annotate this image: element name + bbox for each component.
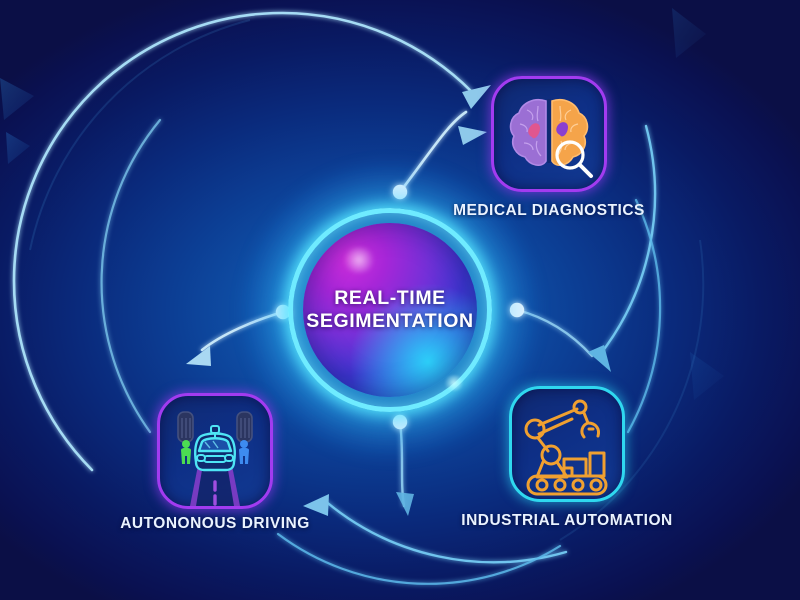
arrowhead-inner-to-medical: [458, 126, 487, 145]
medical-diagnostics-card[interactable]: [491, 76, 607, 192]
outer-arc-to-driving: [322, 498, 568, 564]
outer-arc-right-link: [626, 198, 662, 434]
real-time-segmentation-core[interactable]: REAL-TIME SEGIMENTATION: [242, 162, 538, 458]
arrowhead-inner-to-driving: [186, 346, 211, 366]
connector-dot-bottom: [392, 414, 408, 430]
outer-arc-bottom-link: [276, 532, 562, 585]
core-highlight-primary: [341, 247, 377, 273]
autonomous-driving-card[interactable]: [157, 393, 273, 509]
core-title-line1: REAL-TIME: [334, 286, 446, 309]
decor-arc-lower-right: [559, 239, 705, 541]
decor-arc-upper-left: [29, 19, 251, 251]
connector-dot-right: [509, 302, 525, 318]
robot-arm-conveyor-icon: [524, 399, 608, 496]
decor-triangle-topright: [672, 8, 706, 58]
outer-arc-to-industrial: [597, 124, 657, 358]
arrowhead-outer-to-medical: [462, 85, 491, 109]
core-title-line2: SEGIMENTATION: [306, 309, 474, 332]
medical-diagnostics-label: MEDICAL DIAGNOSTICS: [453, 202, 645, 219]
connector-dot-top: [392, 184, 408, 200]
industrial-automation-label: INDUSTRIAL AUTOMATION: [461, 512, 673, 529]
connector-dots: [275, 184, 525, 430]
connector-dot-left: [275, 304, 291, 320]
node-industrial-automation[interactable]: INDUSTRIAL AUTOMATION: [461, 386, 672, 529]
outer-arc-to-medical: [12, 11, 474, 472]
outer-arc-left-link: [100, 118, 162, 434]
core-label: REAL-TIME SEGIMENTATION: [288, 208, 492, 412]
inner-arc-from-right-dot: [515, 308, 594, 358]
industrial-automation-card[interactable]: [509, 386, 625, 502]
decor-triangle-topleft-2: [6, 132, 30, 164]
node-medical-diagnostics[interactable]: MEDICAL DIAGNOSTICS: [453, 76, 644, 219]
core-sphere: [303, 223, 477, 397]
inner-arc-to-medical: [398, 110, 468, 194]
core-highlight-secondary: [443, 375, 465, 391]
arrowhead-outer-to-industrial: [588, 345, 611, 372]
node-autonomous-driving[interactable]: AUTONONOUS DRIVING: [120, 393, 309, 532]
brain-magnifier-icon: [509, 98, 593, 178]
decor-triangle-midright: [690, 352, 724, 400]
inner-arc-to-driving: [200, 310, 285, 352]
autonomous-driving-label: AUTONONOUS DRIVING: [120, 515, 310, 532]
decor-triangle-topleft: [0, 78, 34, 120]
self-driving-car-icon: [177, 411, 253, 506]
arrowhead-outer-to-driving: [303, 494, 329, 516]
arrowheads: [186, 85, 611, 516]
arrowhead-inner-to-industrial: [396, 492, 414, 516]
core-ring: [288, 208, 492, 412]
